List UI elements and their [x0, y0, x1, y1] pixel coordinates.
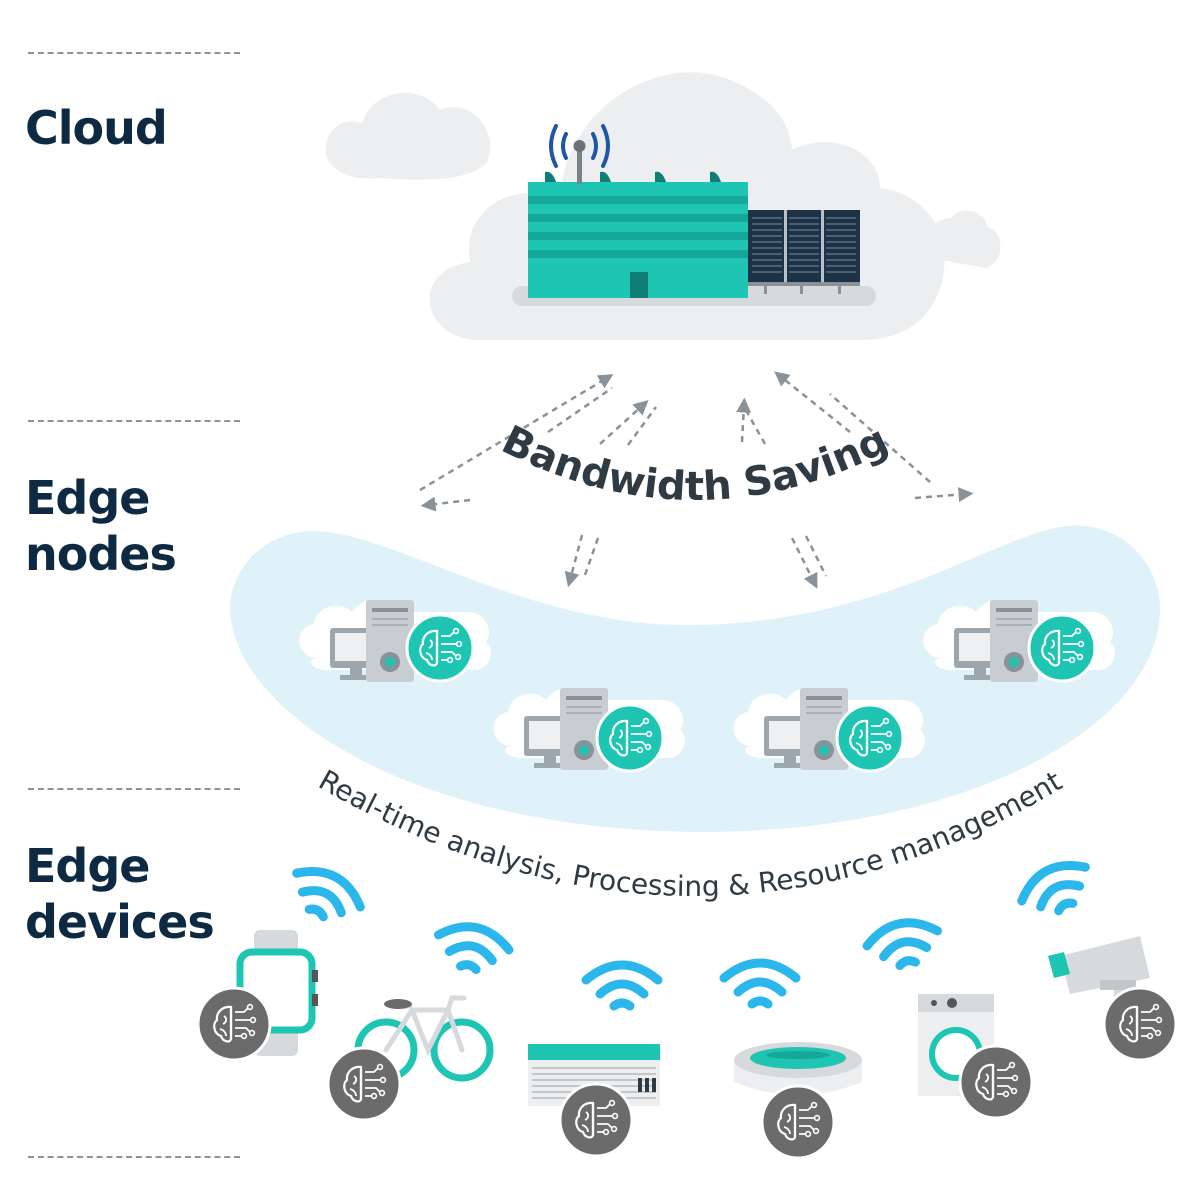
wifi-icon	[586, 965, 658, 1006]
tier-label-cloud: Cloud	[25, 100, 168, 156]
tier-cloud-text: Cloud	[25, 101, 168, 155]
edge-server-node-1	[299, 600, 491, 682]
wifi-icon	[864, 916, 943, 971]
ai-chip-badge-icon	[1104, 988, 1176, 1060]
edge-server-node-4	[923, 600, 1115, 682]
ai-chip-badge-icon	[762, 1086, 834, 1158]
robot-vacuum-icon	[734, 1042, 862, 1095]
ai-chip-badge-icon	[560, 1084, 632, 1156]
bandwidth-arrows	[419, 371, 974, 589]
tier-label-edge-devices: Edge devices	[25, 838, 215, 950]
tier-edge-devices-line2: devices	[25, 895, 215, 949]
tier-edge-nodes-line2: nodes	[25, 527, 177, 581]
ai-chip-badge-icon	[328, 1048, 400, 1120]
ai-brain-icon	[1029, 615, 1095, 681]
ai-chip-badge-icon	[960, 1046, 1032, 1118]
divider-cloud-edge	[28, 420, 240, 422]
ai-chip-badge-icon	[198, 988, 270, 1060]
edge-nodes-band	[229, 525, 1160, 832]
tier-edge-nodes-line1: Edge	[25, 471, 150, 525]
data-center-building-icon	[528, 171, 748, 298]
bandwidth-saving-label: Bandwidth Saving	[495, 417, 895, 510]
ai-brain-icon	[837, 705, 903, 771]
tier-edge-devices-line1: Edge	[25, 839, 150, 893]
divider-top	[28, 52, 240, 54]
wifi-icon	[724, 963, 796, 1004]
divider-bottom	[28, 1156, 240, 1158]
antenna-signal-icon	[549, 124, 610, 184]
wifi-icon	[1015, 854, 1098, 924]
ai-brain-icon	[597, 705, 663, 771]
divider-nodes-devices	[28, 788, 240, 790]
server-rack-icon	[748, 210, 860, 294]
tier-label-edge-nodes: Edge nodes	[25, 470, 177, 582]
ai-brain-icon	[407, 615, 473, 681]
wifi-icon	[433, 920, 512, 975]
wifi-icon	[284, 860, 367, 930]
